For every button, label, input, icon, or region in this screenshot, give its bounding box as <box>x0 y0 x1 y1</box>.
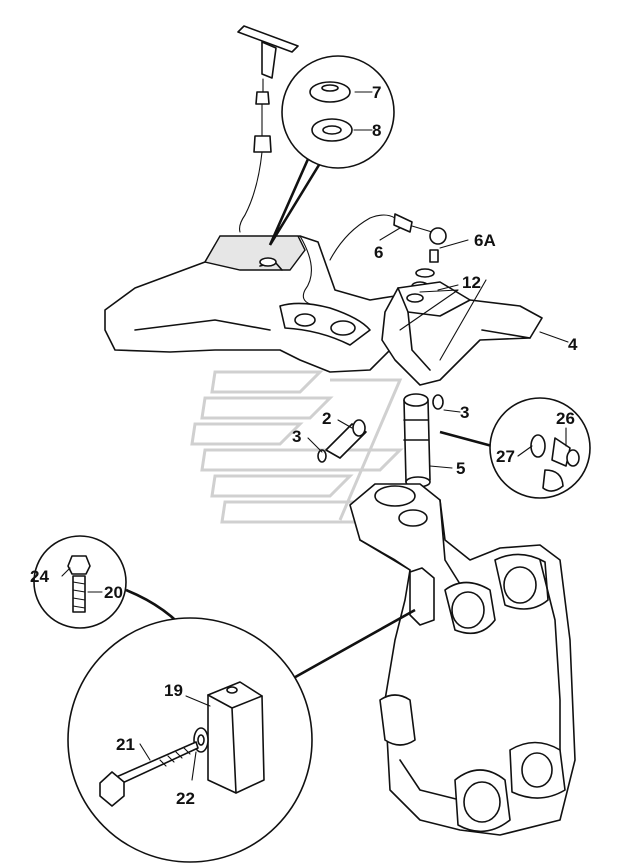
callout-5: 5 <box>456 459 465 478</box>
callout-7: 7 <box>372 83 381 102</box>
callout-20: 20 <box>104 583 123 602</box>
callout-3-left: 3 <box>292 427 301 446</box>
detail-bubble-gaskets <box>268 55 395 246</box>
callout-labels: 7 8 6 6A 12 4 2 3 3 5 26 27 24 20 19 21 … <box>30 83 578 808</box>
sensor-assembly <box>329 213 447 291</box>
callout-3-right: 3 <box>460 403 469 422</box>
lever-arm <box>381 281 543 386</box>
callout-19: 19 <box>164 681 183 700</box>
detail-bubble-fitting <box>439 397 591 499</box>
callout-4: 4 <box>568 335 578 354</box>
detail-bubble-bolt <box>33 535 217 691</box>
callout-27: 27 <box>496 447 515 466</box>
callout-2: 2 <box>322 409 331 428</box>
callout-6a: 6A <box>474 231 496 250</box>
chassis-frame <box>104 235 401 373</box>
callout-24: 24 <box>30 567 49 586</box>
pin-5 <box>403 393 444 488</box>
callout-6: 6 <box>374 243 383 262</box>
detail-bubble-block <box>67 608 416 863</box>
callout-21: 21 <box>116 735 135 754</box>
callout-8: 8 <box>372 121 381 140</box>
leader-lines <box>61 91 569 781</box>
callout-22: 22 <box>176 789 195 808</box>
callout-12: 12 <box>462 273 481 292</box>
callout-26: 26 <box>556 409 575 428</box>
pin-2 <box>317 419 367 463</box>
t-handle-grease-line <box>237 25 299 233</box>
bracket-housing <box>349 483 576 836</box>
